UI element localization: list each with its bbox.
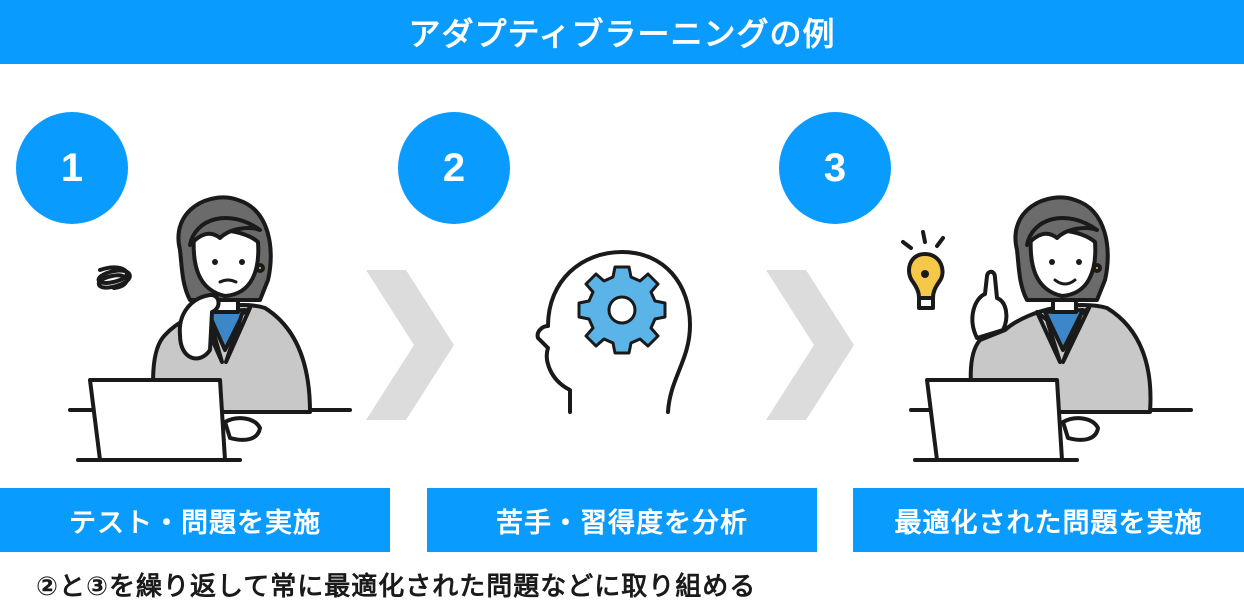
- step-3-label-text: 最適化された問題を実施: [894, 507, 1203, 539]
- title-bar: アダプティブラーニングの例: [0, 0, 1244, 64]
- gear-icon: [577, 265, 667, 355]
- brain-gear-analysis-icon: [535, 250, 692, 414]
- step-2-badge: 2: [398, 112, 510, 224]
- step-2-label: 苦手・習得度を分析: [427, 488, 817, 552]
- step-1-label: テスト・問題を実施: [0, 488, 390, 552]
- step-2-label-text: 苦手・習得度を分析: [496, 507, 748, 539]
- diagram-title: アダプティブラーニングの例: [408, 15, 836, 53]
- step-3-label: 最適化された問題を実施: [853, 488, 1244, 552]
- chevron-right-icon: [766, 270, 854, 420]
- chevron-right-icon: [366, 270, 454, 420]
- footer-note: ②と③を繰り返して常に最適化された問題などに取り組める: [36, 572, 757, 602]
- step-1-badge: 1: [16, 112, 128, 224]
- confused-woman-laptop-illustration: [68, 195, 352, 462]
- step-3-badge: 3: [779, 112, 891, 224]
- idea-woman-laptop-illustration: [901, 195, 1193, 462]
- step-1-label-text: テスト・問題を実施: [69, 507, 321, 539]
